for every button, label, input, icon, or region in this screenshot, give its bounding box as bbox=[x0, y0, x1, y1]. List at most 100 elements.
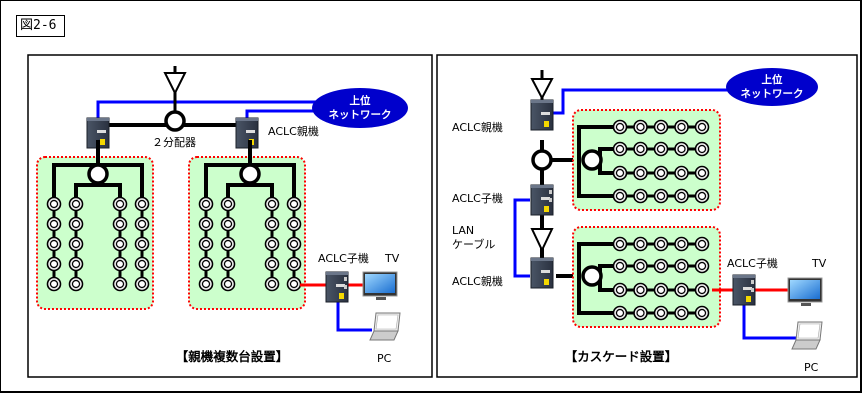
tv-label: TV bbox=[811, 257, 827, 270]
tv-outlet-icon bbox=[633, 141, 648, 157]
outlet-group-2 bbox=[572, 226, 721, 328]
child-label: ACLC子機 bbox=[318, 251, 369, 265]
master-label: ACLC親機 bbox=[268, 124, 319, 138]
tv-outlet-icon bbox=[68, 216, 84, 232]
aclc-child-unit bbox=[325, 271, 349, 303]
tv-label: TV bbox=[384, 252, 400, 265]
lan-line-master-top bbox=[553, 88, 735, 115]
tv-outlet-icon bbox=[674, 258, 689, 274]
tv-outlet-icon bbox=[653, 236, 669, 252]
aclc-child-unit bbox=[732, 274, 756, 306]
splitter-icon bbox=[87, 163, 109, 185]
pc-label: PC bbox=[804, 361, 819, 374]
splitter-icon bbox=[239, 163, 261, 185]
splitter-icon bbox=[164, 110, 186, 132]
tv-outlet-icon bbox=[134, 216, 150, 232]
tv-outlet-icon bbox=[694, 258, 710, 274]
tv-outlet-icon bbox=[694, 141, 710, 157]
upper-network-cloud: 上位 ネットワーク bbox=[312, 88, 408, 128]
pc-label: PC bbox=[377, 352, 392, 365]
tv-icon bbox=[787, 277, 823, 306]
tv-outlet-icon bbox=[633, 236, 648, 252]
tv-outlet-icon bbox=[264, 196, 280, 212]
splitter-icon bbox=[581, 149, 603, 171]
tv-outlet-icon bbox=[198, 216, 214, 232]
tv-outlet-icon bbox=[694, 305, 710, 321]
tv-outlet-icon bbox=[220, 236, 236, 252]
figure-label: 図2-6 bbox=[16, 15, 65, 37]
outlet-group-2 bbox=[188, 140, 306, 310]
tv-outlet-icon bbox=[674, 188, 689, 204]
tv-outlet-icon bbox=[112, 196, 128, 212]
master-label-top: ACLC親機 bbox=[452, 120, 503, 134]
tv-outlet-icon bbox=[653, 188, 669, 204]
tv-outlet-icon bbox=[653, 165, 669, 181]
outlet-group bbox=[572, 226, 721, 328]
network-label-2: ネットワーク bbox=[741, 88, 804, 100]
outlet-group-1 bbox=[572, 109, 721, 211]
lan-line-pc bbox=[742, 305, 800, 340]
tv-outlet-icon bbox=[653, 282, 669, 298]
tv-outlet-icon bbox=[694, 236, 710, 252]
tv-outlet-icon bbox=[674, 236, 689, 252]
tv-outlet-icon bbox=[198, 256, 214, 272]
tv-outlet-icon bbox=[134, 196, 150, 212]
tv-outlet-icon bbox=[286, 216, 302, 232]
splitter-icon bbox=[531, 149, 553, 171]
tv-outlet-icon bbox=[674, 141, 689, 157]
splitter-label: ２分配器 bbox=[152, 136, 196, 149]
tv-outlet-icon bbox=[220, 216, 236, 232]
tv-outlet-icon bbox=[68, 236, 84, 252]
outlet-group bbox=[188, 156, 306, 310]
outlet-group-1 bbox=[36, 140, 154, 310]
tv-outlet-icon bbox=[286, 276, 302, 292]
tv-outlet-icon bbox=[653, 119, 669, 135]
tv-outlet-icon bbox=[694, 165, 710, 181]
tv-outlet-icon bbox=[674, 305, 689, 321]
outlet-group bbox=[572, 109, 721, 211]
tv-outlet-icon bbox=[198, 236, 214, 252]
network-label-1: 上位 bbox=[762, 73, 783, 86]
tv-outlet-icon bbox=[264, 236, 280, 252]
tv-outlet-icon bbox=[633, 282, 648, 298]
tv-outlet-icon bbox=[653, 305, 669, 321]
antenna-icon bbox=[530, 228, 554, 253]
splitter-icon bbox=[581, 265, 603, 287]
tv-outlet-icon bbox=[68, 256, 84, 272]
tv-outlet-icon bbox=[653, 141, 669, 157]
tv-outlet-icon bbox=[264, 256, 280, 272]
tv-outlet-icon bbox=[68, 276, 84, 292]
tv-outlet-icon bbox=[198, 276, 214, 292]
tv-outlet-icon bbox=[694, 188, 710, 204]
lan-line-master1 bbox=[96, 100, 330, 118]
tv-outlet-icon bbox=[612, 119, 628, 135]
tv-outlet-icon bbox=[68, 196, 84, 212]
tv-outlet-icon bbox=[612, 236, 628, 252]
tv-outlet-icon bbox=[46, 276, 62, 292]
tv-outlet-icon bbox=[46, 216, 62, 232]
tv-outlet-icon bbox=[112, 236, 128, 252]
tv-outlet-icon bbox=[674, 119, 689, 135]
tv-outlet-icon bbox=[286, 256, 302, 272]
aclc-child-unit-mid bbox=[530, 184, 554, 216]
tv-outlet-icon bbox=[612, 282, 628, 298]
child-label: ACLC子機 bbox=[727, 256, 778, 270]
tv-outlet-icon bbox=[134, 236, 150, 252]
tv-outlet-icon bbox=[286, 196, 302, 212]
tv-outlet-icon bbox=[264, 216, 280, 232]
lan-label-1: LAN bbox=[452, 224, 474, 237]
network-label-2: ネットワーク bbox=[329, 109, 392, 121]
tv-outlet-icon bbox=[674, 282, 689, 298]
lan-line-pc bbox=[336, 300, 372, 332]
tv-outlet-icon bbox=[612, 165, 628, 181]
upper-network-cloud: 上位 ネットワーク bbox=[726, 68, 818, 106]
outlet-group bbox=[36, 156, 154, 310]
tv-outlet-icon bbox=[612, 258, 628, 274]
tv-outlet-icon bbox=[220, 256, 236, 272]
left-panel-title: 【親機複数台設置】 bbox=[176, 349, 289, 364]
laptop-icon bbox=[791, 321, 823, 350]
tv-outlet-icon bbox=[633, 305, 648, 321]
tv-outlet-icon bbox=[612, 305, 628, 321]
network-label-1: 上位 bbox=[350, 94, 371, 107]
aclc-master-unit-bottom bbox=[530, 257, 554, 289]
